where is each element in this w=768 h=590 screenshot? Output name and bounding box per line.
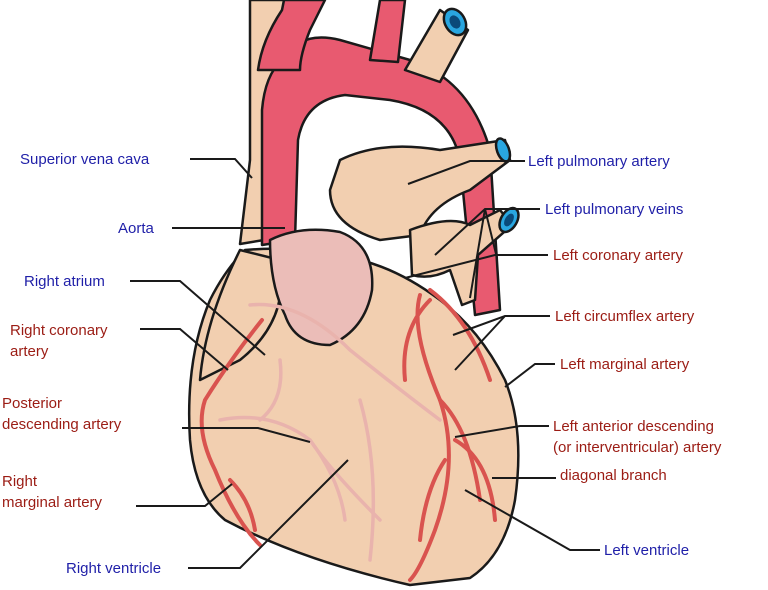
label-left-anterior-descending-line2: (or interventricular) artery bbox=[553, 439, 722, 456]
leader-right-marginal-artery bbox=[136, 483, 233, 507]
label-left-pulmonary-veins: Left pulmonary veins bbox=[545, 201, 684, 218]
leader-superior-vena-cava bbox=[190, 158, 253, 179]
label-right-marginal-line2: marginal artery bbox=[2, 494, 103, 511]
label-left-circumflex-artery: Left circumflex artery bbox=[555, 308, 695, 325]
right-coronary-artery-path bbox=[199, 318, 264, 547]
label-right-marginal-artery: Right marginal artery bbox=[2, 471, 102, 513]
leader-left-pulmonary-veins-3 bbox=[484, 208, 498, 259]
brachiocephalic-shape bbox=[256, 0, 327, 72]
label-superior-vena-cava: Superior vena cava bbox=[20, 151, 150, 168]
label-right-marginal-line1: Right bbox=[2, 473, 38, 490]
label-right-coronary-artery: Right coronary artery bbox=[10, 320, 108, 362]
left-anterior-descending-path bbox=[408, 293, 451, 582]
label-left-ventricle: Left ventricle bbox=[604, 542, 690, 559]
leader-left-pulmonary-veins-2 bbox=[469, 208, 486, 299]
label-diagonal-branch: diagonal branch bbox=[560, 467, 667, 484]
leader-left-marginal-artery bbox=[504, 363, 555, 388]
label-posterior-descending-line1: Posterior bbox=[2, 395, 63, 412]
leader-left-anterior-descending bbox=[454, 425, 549, 438]
label-left-anterior-descending-line1: Left anterior descending bbox=[553, 418, 714, 435]
label-right-atrium: Right atrium bbox=[24, 273, 105, 290]
left-atrium-shape bbox=[408, 208, 514, 307]
label-right-ventricle: Right ventricle bbox=[66, 560, 162, 577]
pulmonary-trunk-shape bbox=[328, 138, 512, 242]
leader-right-coronary-artery bbox=[140, 328, 229, 371]
left-carotid-shape bbox=[368, 0, 407, 64]
label-left-coronary-artery: Left coronary artery bbox=[553, 247, 684, 264]
leader-right-ventricle bbox=[188, 459, 349, 569]
label-left-pulmonary-artery: Left pulmonary artery bbox=[528, 153, 670, 170]
label-right-coronary-artery-line2: artery bbox=[10, 343, 49, 360]
leader-right-atrium bbox=[130, 280, 266, 356]
leader-left-coronary-artery bbox=[404, 254, 548, 279]
label-right-coronary-artery-line1: Right coronary bbox=[10, 322, 108, 339]
leader-left-circumflex-artery-2 bbox=[454, 315, 506, 371]
leader-left-ventricle bbox=[464, 489, 600, 551]
left-circumflex-path bbox=[428, 288, 492, 382]
leader-posterior-descending-artery bbox=[182, 427, 311, 443]
label-posterior-descending-artery: Posterior descending artery bbox=[2, 393, 121, 435]
aorta-shape bbox=[260, 36, 502, 317]
label-aorta: Aorta bbox=[118, 220, 154, 237]
label-posterior-descending-line2: descending artery bbox=[2, 416, 122, 433]
label-left-marginal-artery: Left marginal artery bbox=[560, 356, 690, 373]
label-left-anterior-descending: Left anterior descending (or interventri… bbox=[553, 416, 721, 458]
leader-left-pulmonary-artery bbox=[407, 160, 525, 185]
